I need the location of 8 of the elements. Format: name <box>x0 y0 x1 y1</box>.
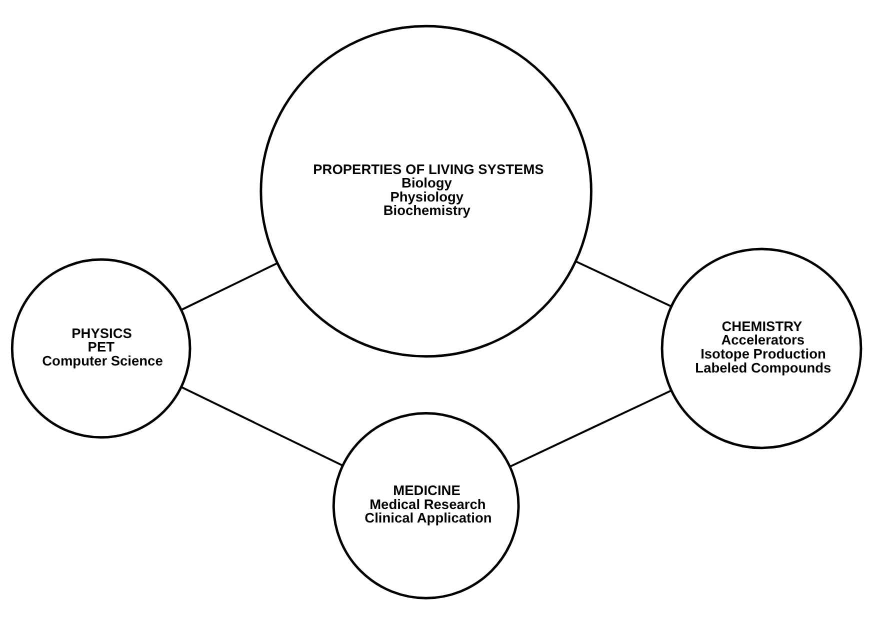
node-circle: PROPERTIES OF LIVING SYSTEMS Biology Physiology Biochemistry <box>260 24 592 358</box>
connector <box>576 260 672 308</box>
connector <box>181 262 278 311</box>
node-circle: MEDICINE Medical Research Clinical Application <box>332 412 520 600</box>
connector <box>510 390 672 468</box>
node-circle: PHYSICS PET Computer Science <box>10 258 192 439</box>
node-circle: CHEMISTRY Accelerators Isotope Production Labeled Compounds <box>660 248 862 450</box>
connector <box>181 386 344 466</box>
